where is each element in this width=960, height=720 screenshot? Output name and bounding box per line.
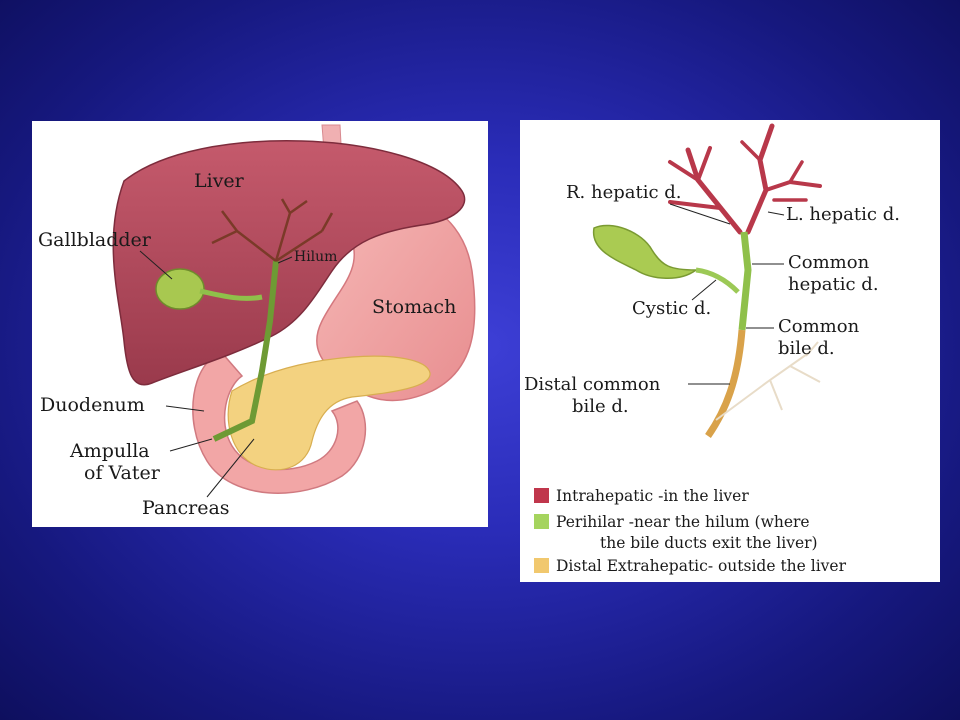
leader-l-hepatic (767, 211, 785, 216)
cystic-duct-shape (199, 288, 263, 301)
label-duodenum: Duodenum (40, 394, 145, 416)
legend-swatch-intrahepatic (534, 488, 549, 503)
common-bile-duct-shape (212, 260, 279, 442)
label-common-bile-2: bile d. (778, 338, 835, 359)
leader-pancreas (206, 438, 255, 498)
bile-duct-schematic-panel: R. hepatic d. L. hepatic d. Common hepat… (520, 120, 940, 582)
label-l-hepatic: L. hepatic d. (786, 204, 900, 225)
bile-duct-schematic: R. hepatic d. L. hepatic d. Common hepat… (524, 123, 900, 575)
leader-cystic (691, 279, 717, 301)
label-common-hepatic-2: hepatic d. (788, 274, 879, 295)
label-liver: Liver (194, 170, 245, 192)
legend-swatch-distal (534, 558, 549, 573)
anatomy-illustration: Liver Gallbladder Hilum Stomach Duodenum… (38, 124, 476, 519)
leader-hilum (277, 256, 293, 264)
legend-intrahepatic: Intrahepatic -in the liver (556, 487, 749, 505)
hepatic-ducts-shape (211, 198, 334, 263)
liver-shape (112, 140, 466, 386)
distal-duct-shape (705, 329, 746, 438)
pancreatic-duct-shape (715, 341, 821, 421)
legend-swatch-perihilar (534, 514, 549, 529)
leader-ampulla (169, 438, 213, 452)
leader-r-hepatic (669, 203, 731, 225)
label-ampulla-1: Ampulla (69, 440, 150, 462)
gallbladder-shape (155, 268, 205, 310)
legend: Intrahepatic -in the liver Perihilar -ne… (534, 487, 847, 575)
leader-gallbladder (139, 250, 173, 280)
label-common-hepatic-1: Common (788, 252, 870, 273)
label-distal-common-1: Distal common (524, 374, 661, 395)
label-hilum: Hilum (294, 249, 337, 265)
label-distal-common-2: bile d. (572, 396, 629, 417)
label-cystic: Cystic d. (632, 298, 711, 319)
label-gallbladder: Gallbladder (38, 229, 152, 251)
label-r-hepatic: R. hepatic d. (566, 182, 682, 203)
leader-duodenum (165, 405, 205, 412)
pancreas-shape (227, 355, 431, 471)
label-stomach: Stomach (372, 296, 456, 318)
label-pancreas: Pancreas (142, 497, 230, 519)
label-common-bile-1: Common (778, 316, 860, 337)
duodenum-shape (192, 352, 367, 494)
cystic-duct-shape (695, 267, 740, 294)
legend-distal: Distal Extrahepatic- outside the liver (556, 557, 847, 575)
intrahepatic-ducts-shape (668, 123, 822, 235)
label-ampulla-2: of Vater (84, 462, 161, 484)
anatomy-illustration-panel: Liver Gallbladder Hilum Stomach Duodenum… (32, 121, 488, 527)
legend-perihilar-1: Perihilar -near the hilum (where (556, 513, 810, 531)
gallbladder-shape (592, 224, 699, 279)
perihilar-duct-shape (738, 231, 752, 331)
legend-perihilar-2: the bile ducts exit the liver) (600, 534, 818, 552)
